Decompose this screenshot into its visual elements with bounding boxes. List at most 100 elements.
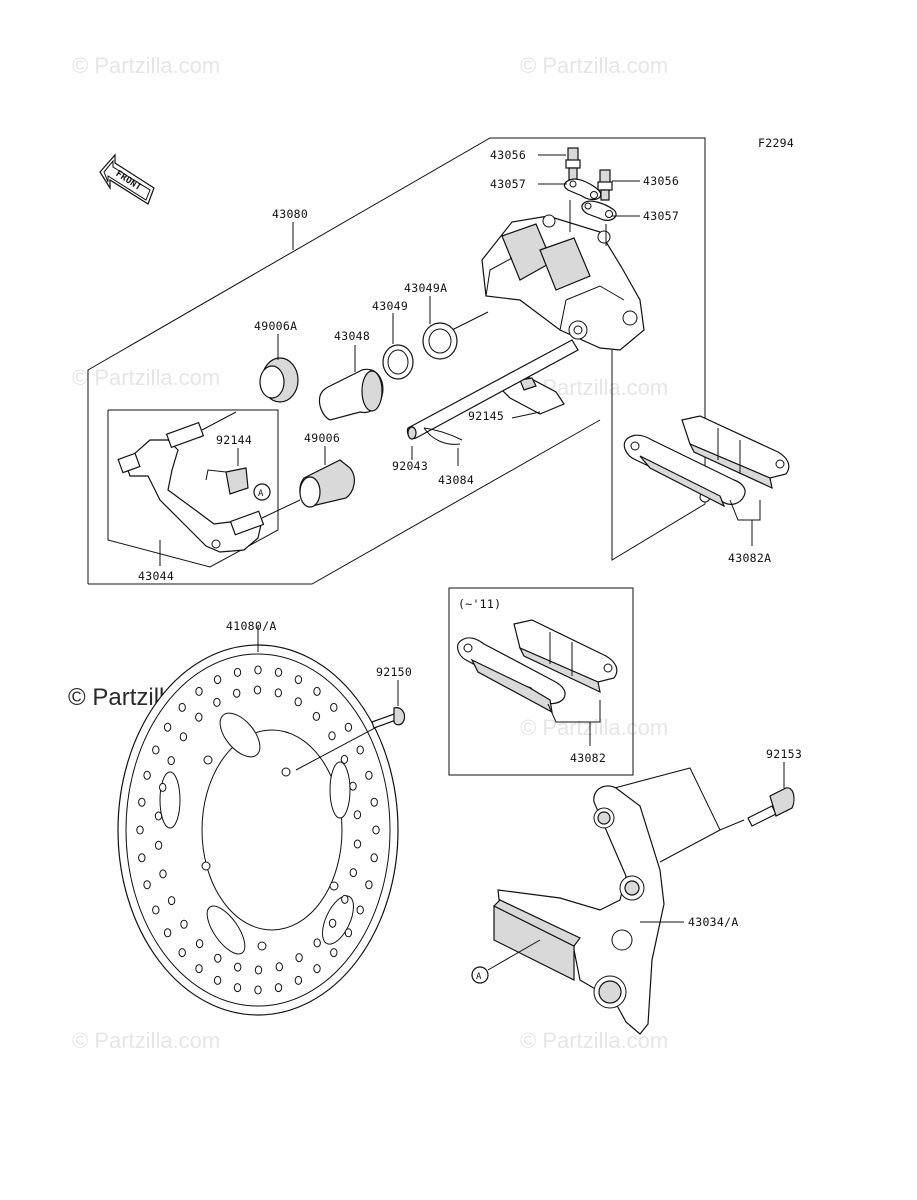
label-92144: 92144 <box>216 433 252 447</box>
disc-vent-hole <box>330 702 338 712</box>
part-labels: 43056 43056 43057 43057 43080 43049A 430… <box>138 148 802 929</box>
svg-text:A: A <box>258 489 264 499</box>
label-41080A: 41080/A <box>226 619 277 633</box>
disc-vent-hole <box>213 975 222 985</box>
watermark-mid-left: © Partzilla.com <box>72 365 220 390</box>
label-43056-left: 43056 <box>490 148 526 162</box>
brake-disc <box>117 626 399 1016</box>
disc-vent-hole <box>313 686 321 696</box>
disc-vent-hole <box>195 939 204 949</box>
disc-vent-hole <box>275 962 283 972</box>
disc-vent-hole <box>143 880 151 890</box>
bolt-92153 <box>606 762 795 863</box>
svg-text:A: A <box>476 972 482 982</box>
disc-vent-hole <box>312 711 321 721</box>
brake-pads-43082A <box>623 415 790 546</box>
label-43044: 43044 <box>138 569 174 583</box>
disc-vent-hole <box>356 745 364 755</box>
ref-marker-a-upper: A <box>253 483 271 501</box>
disc-vent-holes <box>136 665 380 995</box>
disc-vent-hole <box>313 964 321 974</box>
seal-43049 <box>382 313 414 380</box>
disc-vent-hole <box>274 688 282 698</box>
seal-43049A <box>422 296 458 360</box>
disc-vent-hole <box>349 868 357 878</box>
disc-vent-hole <box>152 745 160 755</box>
disc-vent-hole <box>365 880 373 890</box>
disc-vent-hole <box>178 702 186 712</box>
label-43082: 43082 <box>570 751 606 765</box>
watermark-top-left: © Partzilla.com <box>72 53 220 78</box>
disc-vent-hole <box>330 948 338 958</box>
disc-vent-hole <box>365 770 373 780</box>
disc-vent-hole <box>136 825 144 835</box>
disc-vent-hole <box>254 965 263 975</box>
bleed-valve-right <box>597 169 640 201</box>
label-43049A: 43049A <box>404 281 447 295</box>
disc-vent-hole <box>328 731 336 741</box>
label-49006: 49006 <box>304 431 340 445</box>
disc-vent-hole <box>254 985 262 995</box>
watermark-bottom-left: © Partzilla.com <box>72 1028 220 1053</box>
disc-vent-hole <box>353 810 362 820</box>
disc-vent-hole <box>179 732 188 742</box>
disc-vent-hole <box>195 686 203 696</box>
caliper-bracket <box>117 411 301 566</box>
disc-vent-hole <box>313 938 321 948</box>
watermarks: © Partzilla.com © Partzilla.com © Partzi… <box>68 53 668 1053</box>
boot-49006 <box>299 446 355 508</box>
bleed-washer-left <box>538 178 602 232</box>
disc-vent-hole <box>214 953 222 963</box>
disc-vent-hole <box>370 797 378 807</box>
pad-pin <box>406 339 579 460</box>
caliper-bracket-43034A <box>492 785 684 1035</box>
disc-vent-hole <box>163 722 172 732</box>
label-92145: 92145 <box>468 409 504 423</box>
disc-vent-hole <box>253 685 262 695</box>
label-43084: 43084 <box>438 473 474 487</box>
disc-vent-hole <box>294 975 303 985</box>
disc-vent-hole <box>294 675 303 685</box>
label-43057-right: 43057 <box>643 209 679 223</box>
piston-43048 <box>318 345 384 421</box>
label-43049: 43049 <box>372 299 408 313</box>
bolt-92150 <box>371 680 406 729</box>
disc-vent-hole <box>344 722 353 732</box>
watermark-lower-right: © Partzilla.com <box>520 715 668 740</box>
front-arrow-icon: FRONT <box>99 153 155 205</box>
disc-vent-hole <box>178 948 186 958</box>
label-49006A: 49006A <box>254 319 297 333</box>
disc-vent-hole <box>138 797 146 807</box>
disc-vent-hole <box>143 770 151 780</box>
figure-code: F2294 <box>758 136 794 150</box>
label-43057-left: 43057 <box>490 177 526 191</box>
disc-vent-hole <box>341 894 349 904</box>
disc-vent-hole <box>353 839 362 849</box>
label-43056-right: 43056 <box>643 174 679 188</box>
disc-vent-hole <box>233 667 242 677</box>
disc-vent-hole <box>138 853 146 863</box>
disc-vent-hole <box>152 905 160 915</box>
ref-marker-a-lower: A <box>471 939 541 984</box>
label-43082A: 43082A <box>728 551 771 565</box>
disc-vent-hole <box>167 756 175 766</box>
disc-vent-hole <box>372 825 380 835</box>
label-92153: 92153 <box>766 747 802 761</box>
disc-vent-hole <box>213 697 221 707</box>
bleed-valve-left <box>538 147 581 181</box>
label-43034A: 43034/A <box>688 915 739 929</box>
disc-vent-hole <box>295 953 303 963</box>
disc-vent-hole <box>233 688 241 698</box>
label-43048: 43048 <box>334 329 370 343</box>
disc-vent-hole <box>234 962 242 972</box>
disc-vent-hole <box>340 754 349 764</box>
pad-spring-92144 <box>205 448 249 495</box>
disc-vent-hole <box>213 675 222 685</box>
watermark-bottom-right: © Partzilla.com <box>520 1028 668 1053</box>
caliper-body <box>451 214 645 351</box>
disc-vent-hole <box>154 811 163 821</box>
disc-vent-hole <box>159 869 167 879</box>
disc-vent-hole <box>180 919 188 929</box>
